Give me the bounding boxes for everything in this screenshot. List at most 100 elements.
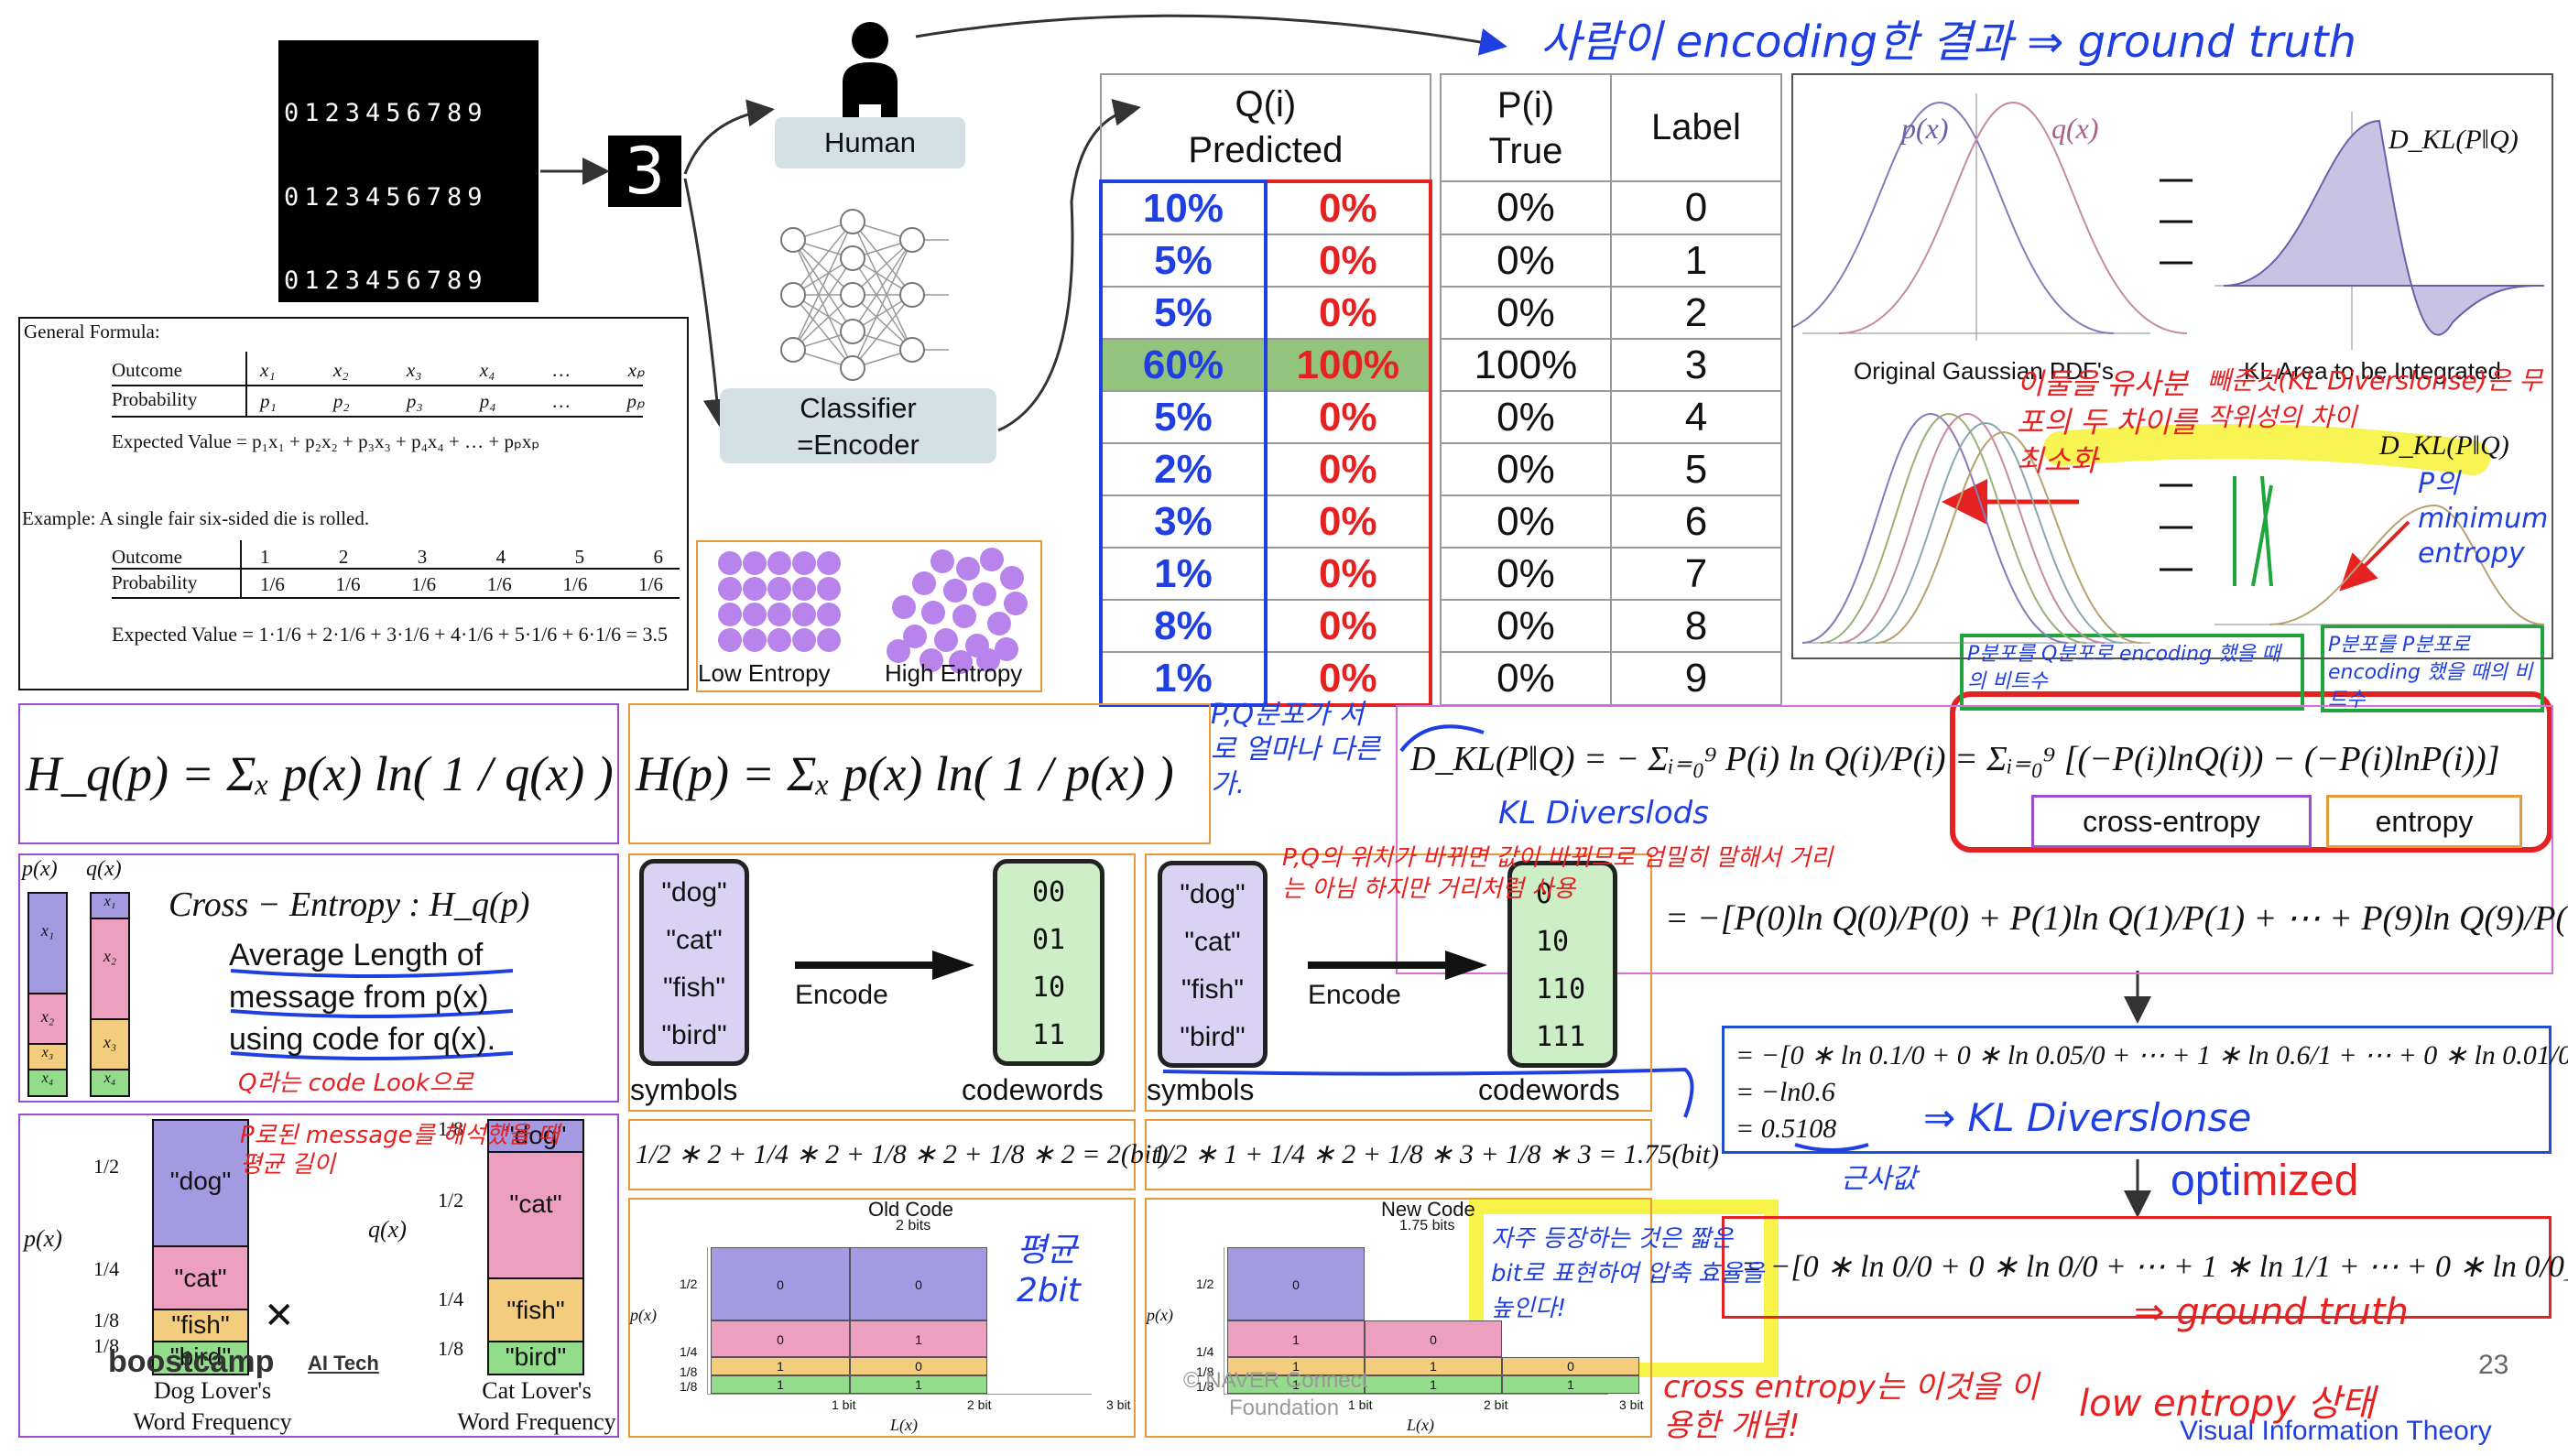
gauss-q-label: q(x) — [2051, 112, 2099, 145]
q-predicted-cell: 5% — [1099, 390, 1268, 444]
new-code-sub: 1.75 bits — [1399, 1218, 1455, 1233]
wf-frac: 1/8 — [438, 1337, 464, 1360]
probability-cell: p₁ — [260, 390, 277, 412]
note-kl-divergence-2: ⇒ KL Diverslonse — [1923, 1095, 2252, 1140]
entropy-demo-panel: Low Entropy High Entropy — [696, 540, 1042, 692]
kl-calc-box: = −[0 ∗ ln 0.1/0 + 0 ∗ ln 0.05/0 + ⋯ + 1… — [1722, 1026, 2568, 1154]
die-outcome: 1 — [260, 546, 270, 568]
old-chart-px: p(x) — [630, 1306, 657, 1324]
old-code-chart: Old Code 2 bits p(x) 1/2 1/4 1/8 1/8 0 0… — [628, 1198, 1136, 1438]
new-code-title: New Code — [1381, 1198, 1475, 1221]
particle-dot — [792, 628, 816, 652]
particle-dot — [743, 577, 767, 601]
high-entropy-label: High Entropy — [885, 659, 1023, 687]
note-p-minimum: P의 minimum entropy — [2418, 468, 2549, 570]
old-ytick: 1/8 — [680, 1379, 698, 1394]
particle-dot — [919, 648, 943, 672]
mnist-row: 0123456789 — [284, 182, 488, 212]
symbol-item: "fish" — [663, 972, 725, 1003]
note-average-2bit: 평균 2bit — [1017, 1232, 1081, 1309]
q-optimized-cell: 100% — [1263, 338, 1432, 392]
new-seg: 1 — [1365, 1357, 1502, 1375]
symbol-item: "bird" — [1180, 1022, 1246, 1052]
old-seg: 0 — [711, 1247, 850, 1320]
header-true: True — [1488, 130, 1563, 171]
mnist-row: 0123456789 — [284, 602, 488, 630]
new-chart-lx: L(x) — [1407, 1416, 1434, 1434]
general-formula-title: General Formula: — [24, 321, 160, 342]
outcome-cell: x₁ — [260, 359, 276, 381]
q-bar-x2: x₂ — [92, 918, 128, 1020]
mnist-digit-grid: 0123456789 0123456789 0123456789 0123456… — [278, 40, 539, 798]
old-seg: 0 — [711, 1320, 850, 1357]
particle-dot — [930, 549, 954, 573]
die-outcome: 3 — [417, 546, 428, 568]
dog-lover-seg-fish: "fish" — [154, 1310, 247, 1342]
probability-cell: … — [552, 390, 571, 412]
q-optimized-cell: 0% — [1263, 234, 1432, 288]
particle-dot — [892, 595, 916, 619]
boostcamp-logo: boostcamp — [108, 1344, 275, 1379]
probability-cell: p₄ — [479, 390, 496, 412]
p-stacked-bar: x₁ x₂ x₃ x₄ — [27, 892, 68, 1097]
human-label: Human — [775, 117, 965, 168]
human-icon — [843, 22, 898, 126]
codeword-item: 110 — [1536, 973, 1586, 1005]
q-optimized-cell: 0% — [1263, 547, 1432, 601]
outcome-cell: xₚ — [627, 359, 645, 381]
new-symbols-box: "dog" "cat" "fish" "bird" — [1158, 861, 1268, 1068]
outcome-cell: x₂ — [332, 359, 349, 381]
header-q: Q(i) — [1235, 84, 1297, 125]
particle-dot — [792, 603, 816, 626]
gauss-dkl-label-2: D_KL(P‖Q) — [2379, 430, 2509, 461]
q-optimized-cell: 0% — [1263, 179, 1432, 235]
old-xtick: 1 bit — [832, 1397, 856, 1412]
p-true-cell: 100% — [1439, 338, 1612, 392]
q-predicted-cell: 10% — [1099, 179, 1268, 235]
label-cell: 0 — [1609, 180, 1783, 235]
entropy-tag: entropy — [2326, 795, 2522, 848]
q-optimized-cell: 0% — [1263, 442, 1432, 496]
probability-cell: pₚ — [626, 390, 645, 412]
gaussian-kl-panel: p(x) q(x) D_KL(P‖Q) Original Gaussian PD… — [1791, 73, 2553, 659]
outcome-cell: … — [552, 359, 571, 381]
note-p-encode-p: P분포를 P분포로 encoding 했을 때의 비트수 — [2328, 634, 2533, 712]
particle-dot — [792, 551, 816, 575]
old-chart-lx: L(x) — [890, 1416, 918, 1434]
q-stacked-bar: x₁ x₂ x₃ x₄ — [90, 892, 130, 1097]
table-row: 60%100%100%3 — [1099, 338, 1783, 392]
optimized-label-a: opti — [2171, 1157, 2242, 1205]
symbols-label: symbols — [630, 1073, 738, 1106]
q-bar-x1: x₁ — [92, 894, 128, 919]
die-ev-formula: Expected Value = 1·1/6 + 2·1/6 + 3·1/6 +… — [112, 623, 669, 646]
q-predicted-cell: 60% — [1099, 338, 1268, 392]
p-bar-x3: x₃ — [29, 1045, 66, 1070]
new-seg: 1 — [1502, 1375, 1639, 1394]
q-predicted-cell: 2% — [1099, 442, 1268, 496]
dog-lover-title: Dog Lover's — [153, 1377, 272, 1404]
old-code-title: Old Code — [868, 1198, 953, 1221]
header-predicted: Predicted — [1188, 130, 1344, 170]
old-seg: 1 — [850, 1375, 987, 1394]
low-entropy-label: Low Entropy — [698, 659, 831, 687]
p-bar-x4: x₄ — [29, 1070, 66, 1095]
table-row: 5%0%0%2 — [1099, 286, 1783, 340]
page-number: 23 — [2478, 1350, 2509, 1380]
header-label: Label — [1609, 73, 1783, 182]
general-ev-formula: Expected Value = p₁x₁ + p₂x₂ + p₃x₃ + p₄… — [112, 430, 540, 452]
table-row: 10%0%0%0 — [1099, 179, 1783, 235]
q-predicted-cell: 1% — [1099, 547, 1268, 601]
q-predicted-cell: 5% — [1099, 234, 1268, 288]
new-seg: 1 — [1227, 1375, 1365, 1394]
new-seg: 0 — [1365, 1320, 1502, 1357]
classifier-label-line2: =Encoder — [797, 429, 919, 461]
label-cell: 8 — [1609, 599, 1783, 653]
p-true-cell: 0% — [1439, 180, 1612, 235]
example-title: Example: A single fair six-sided die is … — [22, 507, 370, 529]
naver-watermark: © NAVER Connect — [1183, 1368, 1368, 1393]
old-avg-length-box: 1/2 ∗ 2 + 1/4 ∗ 2 + 1/8 ∗ 2 + 1/8 ∗ 2 = … — [628, 1119, 1169, 1190]
particle-dot — [980, 548, 1004, 571]
die-prob: 1/6 — [411, 573, 437, 595]
q-bar-x3: x₃ — [92, 1019, 128, 1070]
